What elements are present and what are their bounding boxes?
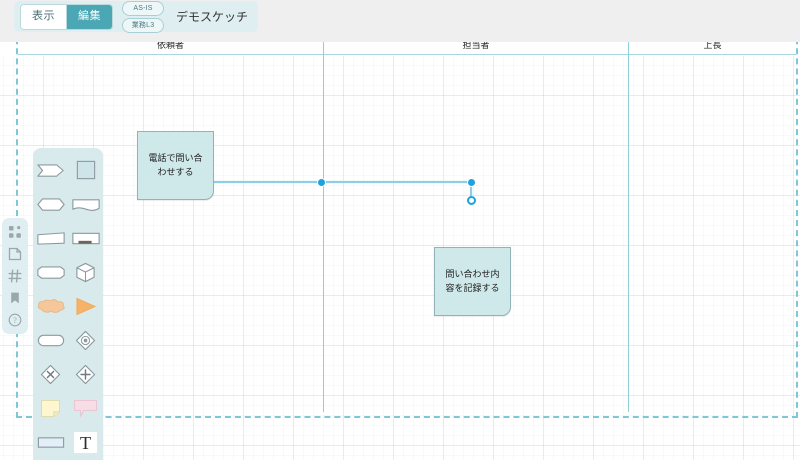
lane-header-irai-sha: 依頼者 [18,38,323,55]
task-node-denwa[interactable]: 電話で問い合わせする [137,131,214,200]
lane-jouchou[interactable]: 上長 [628,38,796,412]
sticky-note-shape-icon[interactable] [33,396,68,420]
badge-gyomu-l3[interactable]: 業務L3 [122,17,164,33]
document-title: デモスケッチ [176,10,249,24]
diamond-x-shape-icon[interactable] [33,362,68,386]
segment-divider [66,4,67,29]
rounded-rect-shape-icon[interactable] [33,328,68,352]
lane-header-jouchou: 上長 [629,38,796,55]
shapes-grid-icon[interactable] [8,225,22,239]
tab-edit[interactable]: 編集 [67,4,112,29]
svg-text:T: T [80,433,91,453]
arrow-pentagon-shape-icon[interactable] [33,158,68,182]
shape-palette: T [33,148,103,460]
callout-shape-icon[interactable] [68,396,103,420]
connector-midpoint-handle[interactable] [316,177,326,187]
square-shape-icon[interactable] [68,158,103,182]
badge-as-is[interactable]: AS-IS [122,0,164,16]
left-mini-toolbar: ? [2,218,28,334]
grid-icon[interactable] [8,269,22,283]
lane-tantou-sha[interactable]: 担当者 [323,38,628,412]
pool-container[interactable]: Pool 依頼者 担当者 上長 [16,18,798,418]
page-icon[interactable] [8,247,22,261]
help-circle-icon[interactable]: ? [8,313,22,327]
diamond-plus-shape-icon[interactable] [68,362,103,386]
diamond-circle-shape-icon[interactable] [68,328,103,352]
triangle-shape-icon[interactable] [68,294,103,318]
card-shape-icon[interactable] [68,226,103,250]
toolbar-pill: 表示 編集 AS-IS 業務L3 デモスケッチ [14,0,259,33]
tab-view[interactable]: 表示 [21,4,66,29]
badge-group: AS-IS 業務L3 [122,0,164,33]
data-store-shape-icon[interactable] [33,430,68,454]
mode-segmented-control[interactable]: 表示 編集 [20,3,113,30]
connector-waypoint-handle-2[interactable] [466,177,476,187]
connector-target-handle[interactable] [466,195,476,205]
layers-icon[interactable] [8,291,22,305]
cloud-shape-icon[interactable] [33,294,68,318]
cube-shape-icon[interactable] [68,260,103,284]
task-node-kiroku[interactable]: 問い合わせ内容を記録する [434,247,511,316]
diagram-canvas[interactable] [0,42,800,460]
double-hex-shape-icon[interactable] [33,260,68,284]
text-tool-icon[interactable]: T [68,430,103,454]
lane-irai-sha[interactable]: 依頼者 [18,38,323,412]
svg-text:?: ? [13,316,17,325]
top-toolbar: 表示 編集 AS-IS 業務L3 デモスケッチ [0,0,800,42]
vertical-scrollbar[interactable] [795,56,800,460]
parallelogram-shape-icon[interactable] [33,226,68,250]
hexagon-shape-icon[interactable] [33,192,68,216]
lane-header-tantou-sha: 担当者 [324,38,628,55]
document-shape-icon[interactable] [68,192,103,216]
